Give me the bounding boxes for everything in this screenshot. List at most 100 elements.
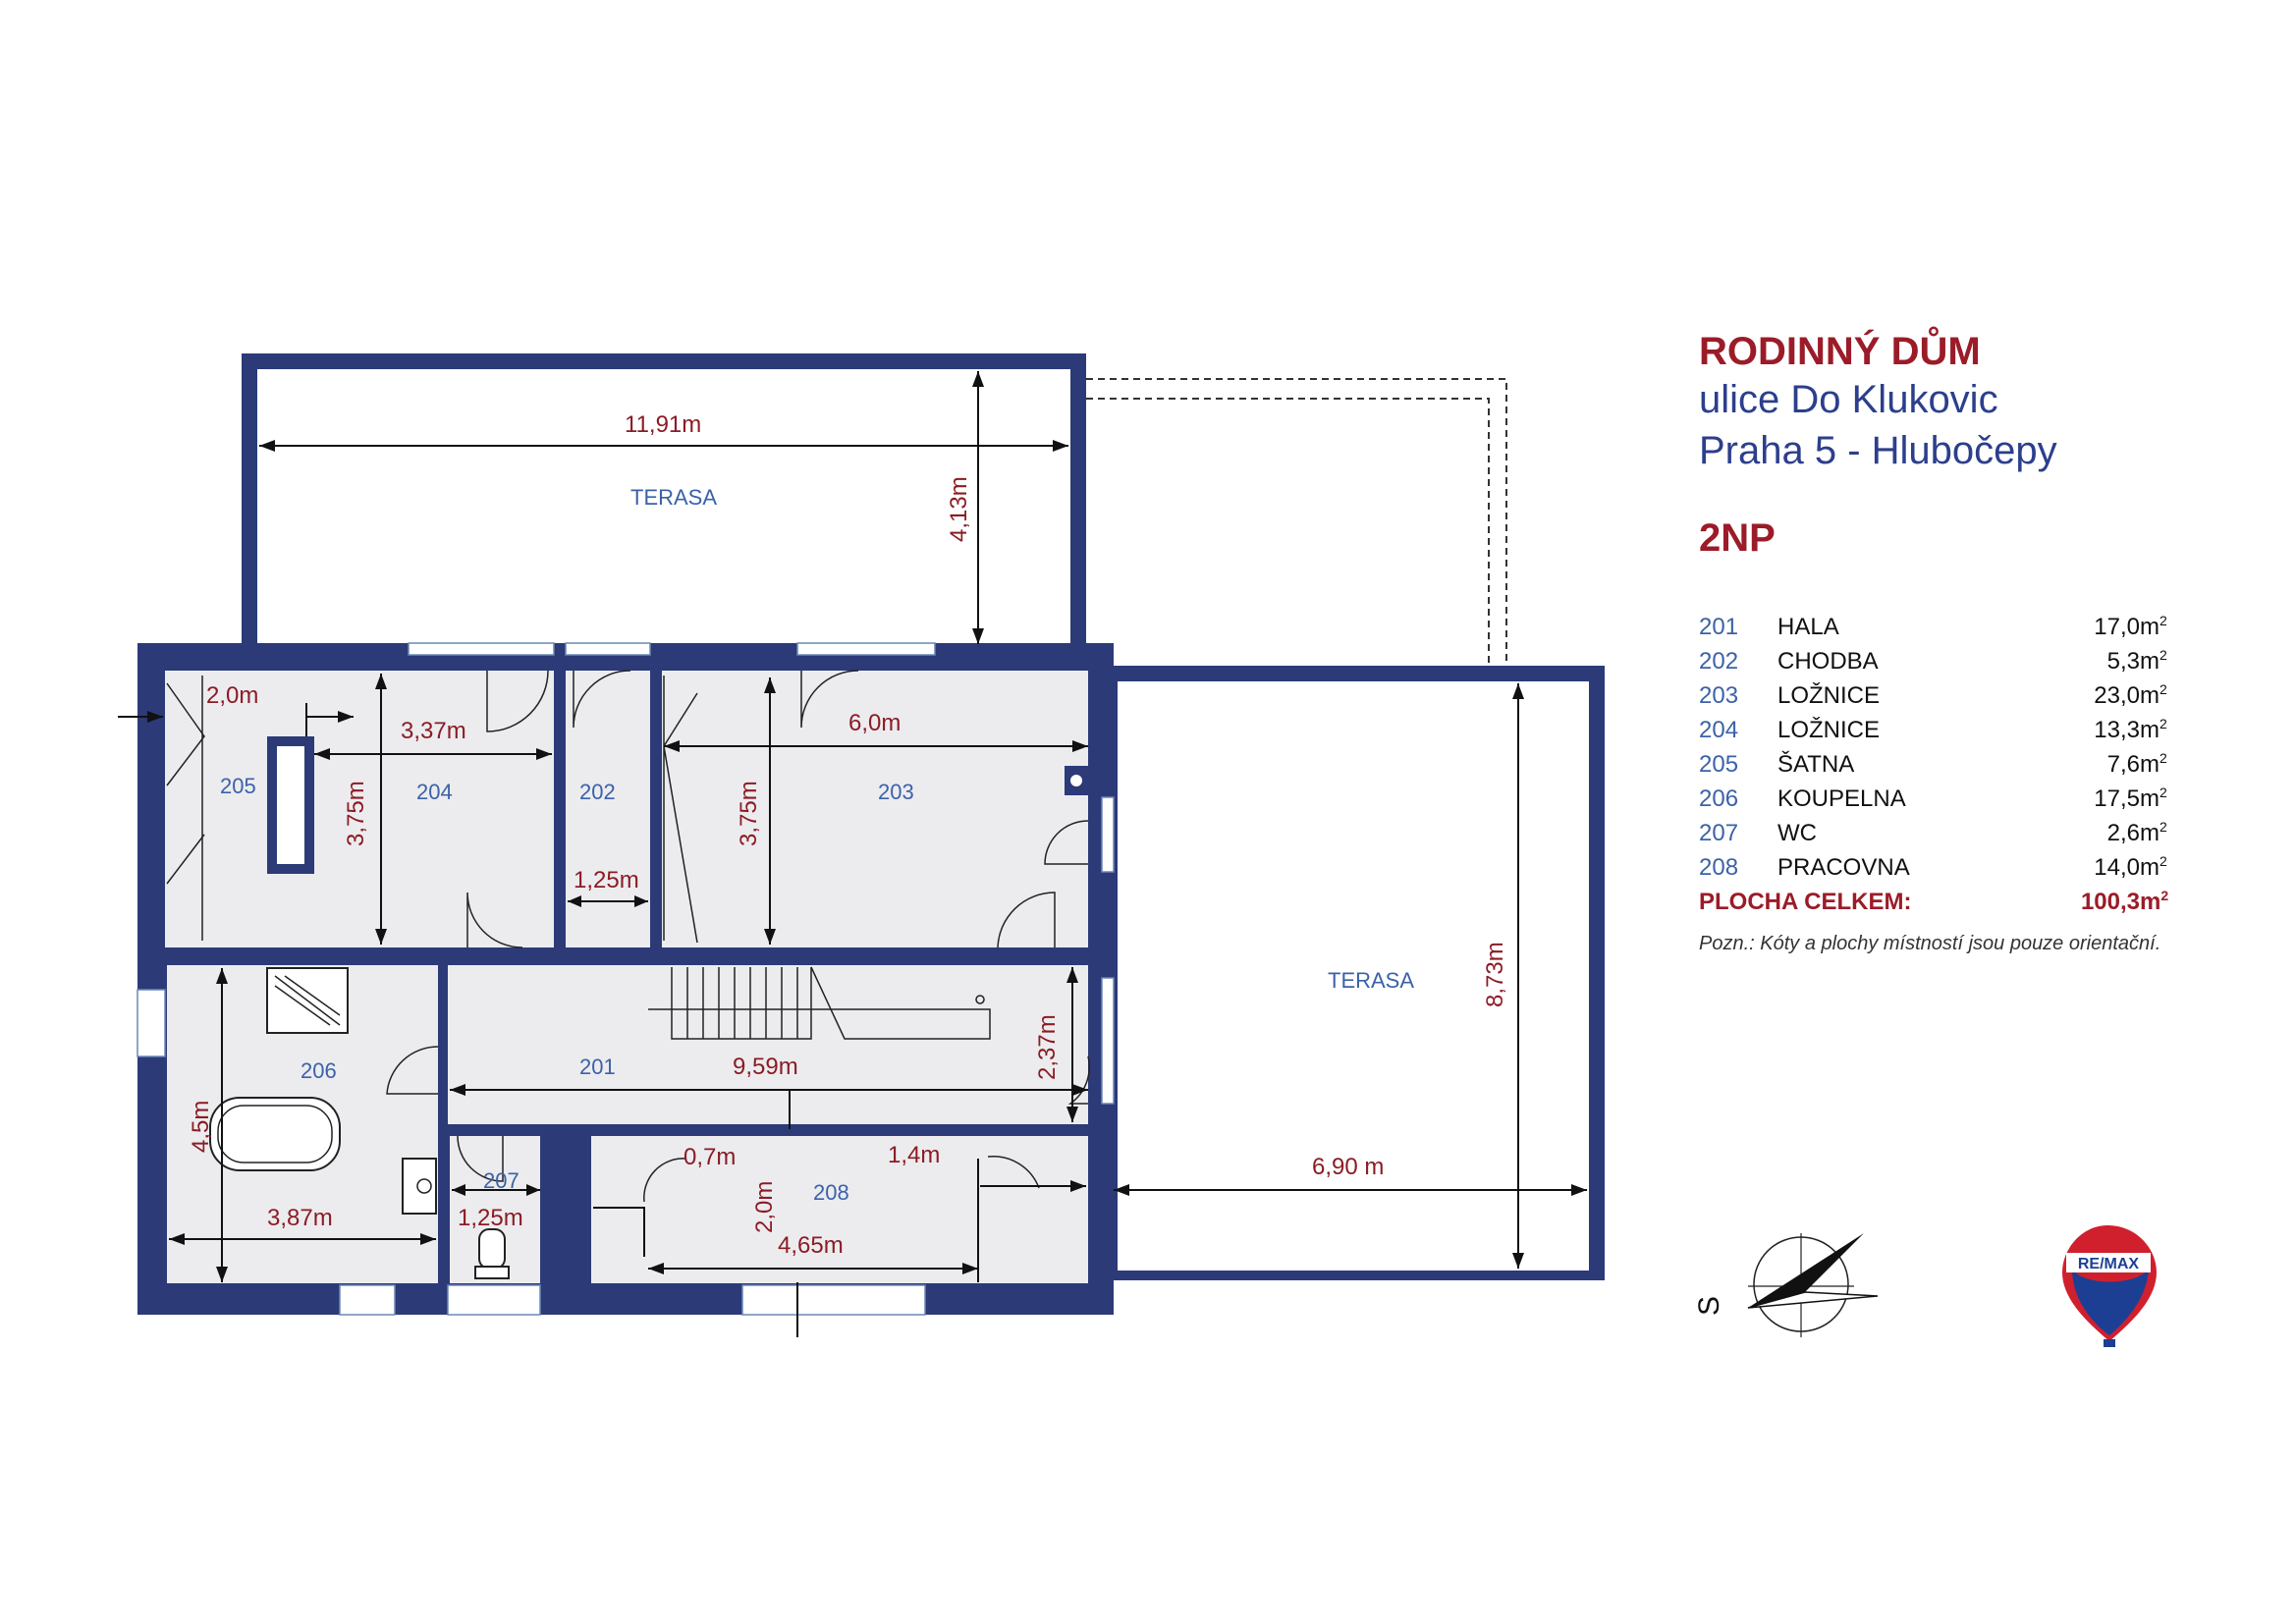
window	[741, 1284, 926, 1316]
dim-3-75-b: 3,75m	[736, 781, 762, 846]
room-unit-text: m	[2140, 819, 2159, 846]
room-unit: m2	[2140, 852, 2167, 881]
window	[796, 642, 936, 656]
label-room-208: 208	[813, 1180, 849, 1205]
door	[457, 1135, 504, 1182]
total-area: 100,3	[2080, 888, 2140, 915]
room-name: PRACOVNA	[1777, 853, 1910, 881]
window	[447, 1284, 541, 1316]
room-unit: m2	[2140, 818, 2167, 846]
room-number: 201	[1699, 613, 1739, 640]
room-208-floor	[591, 1136, 1088, 1283]
balloon-basket	[2104, 1339, 2115, 1347]
door	[1044, 820, 1089, 865]
door	[987, 1155, 1040, 1189]
window	[339, 1284, 396, 1316]
room-area: 5,3	[2106, 647, 2140, 675]
wardrobe-lines	[201, 676, 698, 944]
dim-0-7: 0,7m	[683, 1144, 736, 1170]
label-terasa-top: TERASA	[630, 485, 717, 510]
room-number: 205	[1699, 750, 1739, 778]
room-name: ŠATNA	[1777, 750, 1855, 778]
sink-drain	[416, 1178, 432, 1194]
remax-logo: RE/MAX	[2062, 1225, 2157, 1347]
stair-marker	[975, 995, 985, 1004]
door	[573, 670, 631, 729]
total-row: PLOCHA CELKEM: 100,3 m2	[1699, 885, 2173, 919]
room-unit: m2	[2140, 680, 2167, 709]
note: Pozn.: Kóty a plochy místností jsou pouz…	[1699, 933, 2161, 954]
room-name: HALA	[1777, 613, 1839, 640]
shower-lines	[274, 975, 341, 1026]
label-terasa-right: TERASA	[1328, 968, 1414, 993]
dim-4-5: 4,5m	[188, 1101, 214, 1153]
door	[386, 1046, 439, 1095]
compass-needle-light	[1747, 1291, 1879, 1309]
total-unit: m2	[2140, 887, 2169, 915]
room-name: WC	[1777, 819, 1817, 846]
dim-4-65: 4,65m	[778, 1232, 844, 1259]
dim-1-25-b: 1,25m	[458, 1205, 523, 1231]
compass-needle-dark	[1748, 1233, 1864, 1308]
room-area: 7,6	[2106, 750, 2140, 778]
dim-4-13: 4,13m	[946, 476, 972, 542]
dim-6-0: 6,0m	[848, 710, 901, 736]
room-203-floor	[662, 671, 1090, 947]
wall	[540, 1124, 591, 1315]
shower-tray	[266, 967, 349, 1034]
wall	[438, 1124, 450, 1136]
room-unit-text: m	[2140, 784, 2159, 812]
wall	[650, 643, 662, 949]
wall	[591, 1124, 1112, 1136]
label-room-204: 204	[416, 780, 453, 804]
room-number: 207	[1699, 819, 1739, 846]
street: ulice Do Klukovic	[1699, 378, 1998, 421]
dim-line-1-4	[977, 1159, 1086, 1282]
door	[997, 892, 1056, 948]
label-room-207: 207	[483, 1168, 519, 1193]
room-unit-text: m	[2140, 647, 2159, 675]
dim-9-59: 9,59m	[733, 1054, 798, 1080]
wall	[650, 947, 1114, 965]
window	[1101, 977, 1115, 1105]
wardrobe-island-inner	[277, 746, 304, 864]
roof-outline-dashed	[1086, 378, 1507, 666]
toilet	[478, 1228, 506, 1270]
room-unit-text: m	[2140, 716, 2159, 743]
dim-line-0-7	[593, 1207, 645, 1257]
door	[1067, 1055, 1090, 1105]
floor-code: 2NP	[1699, 516, 1776, 560]
room-area: 2,6	[2106, 819, 2140, 846]
total-label: PLOCHA CELKEM:	[1699, 888, 1912, 915]
dim-2-37: 2,37m	[1034, 1014, 1061, 1080]
room-unit: m2	[2140, 784, 2167, 812]
toilet-tank	[474, 1266, 510, 1279]
room-204-205-floor	[165, 671, 554, 947]
compass: S	[1693, 1233, 1879, 1337]
top-terrace-floor	[257, 369, 1070, 648]
logo-text: RE/MAX	[2078, 1256, 2140, 1272]
door	[643, 1158, 686, 1203]
balloon-band	[2066, 1253, 2151, 1272]
room-unit: m2	[2140, 715, 2167, 743]
room-area: 23,0	[2094, 681, 2140, 709]
door	[800, 670, 859, 729]
room-name: KOUPELNA	[1777, 784, 1906, 812]
wall	[554, 643, 566, 949]
window	[137, 989, 166, 1057]
label-room-201: 201	[579, 1055, 616, 1079]
room-number: 204	[1699, 716, 1739, 743]
dim-8-73: 8,73m	[1482, 942, 1508, 1007]
room-unit-text: m	[2140, 750, 2159, 778]
city: Praha 5 - Hlubočepy	[1699, 429, 2057, 472]
door	[466, 892, 523, 948]
window	[565, 642, 651, 656]
room-unit-text: m	[2140, 681, 2159, 709]
